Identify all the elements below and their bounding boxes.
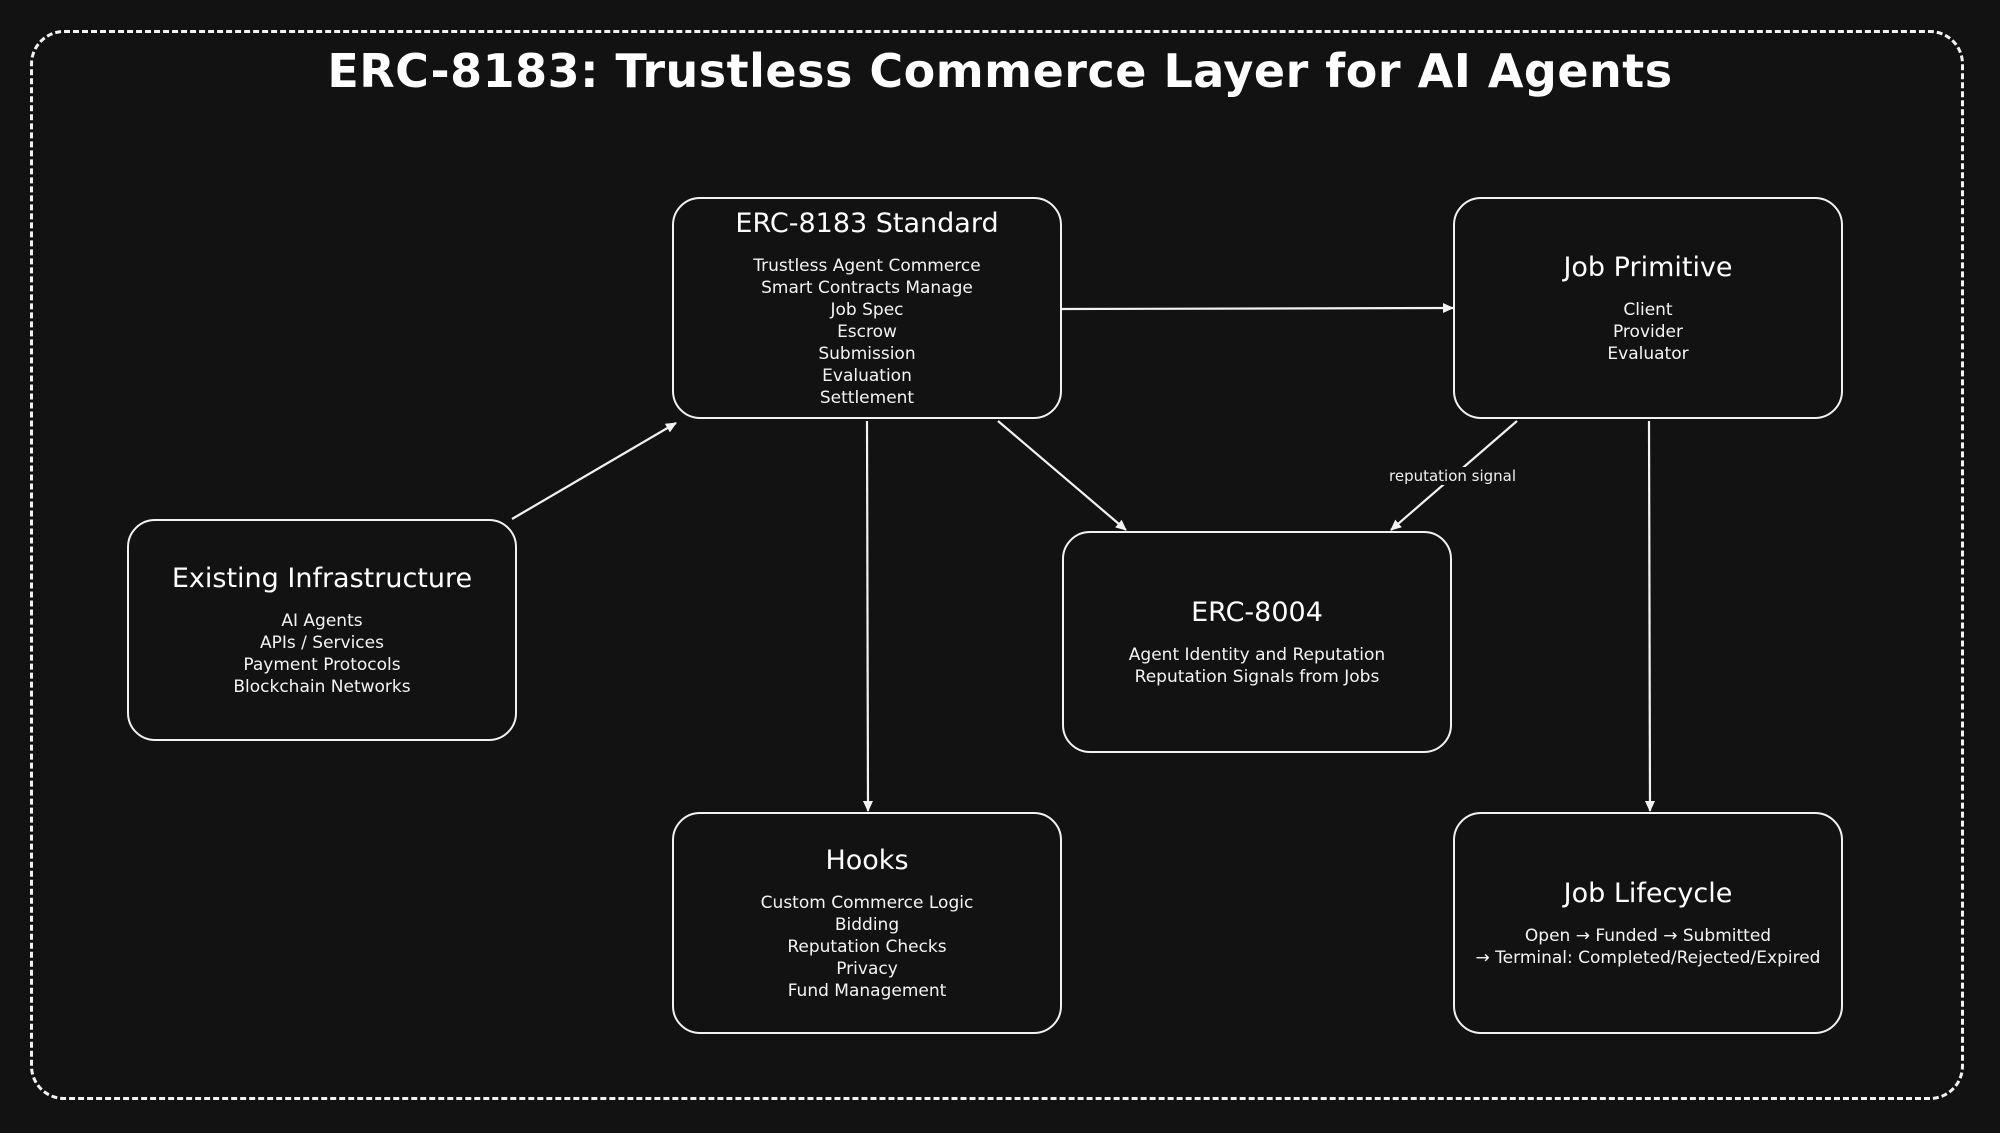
node-line: Smart Contracts Manage bbox=[761, 277, 973, 298]
node-lines: Trustless Agent Commerce Smart Contracts… bbox=[753, 255, 980, 409]
diagram-frame bbox=[30, 30, 1964, 1100]
node-lines: Agent Identity and Reputation Reputation… bbox=[1129, 644, 1385, 688]
node-title: Job Primitive bbox=[1563, 251, 1733, 283]
node-line: Fund Management bbox=[787, 980, 947, 1001]
node-lines: Open → Funded → Submitted → Terminal: Co… bbox=[1476, 925, 1821, 969]
node-erc8183-standard[interactable]: ERC-8183 Standard Trustless Agent Commer… bbox=[672, 197, 1062, 419]
diagram-title: ERC-8183: Trustless Commerce Layer for A… bbox=[327, 44, 1673, 98]
node-lines: AI Agents APIs / Services Payment Protoc… bbox=[233, 610, 410, 698]
node-line: Custom Commerce Logic bbox=[760, 892, 974, 913]
node-title: ERC-8183 Standard bbox=[735, 207, 999, 239]
node-title: Existing Infrastructure bbox=[171, 562, 473, 594]
node-title: Hooks bbox=[825, 844, 909, 876]
node-line: Agent Identity and Reputation bbox=[1128, 644, 1386, 665]
node-line: Privacy bbox=[836, 958, 898, 979]
node-existing-infrastructure[interactable]: Existing Infrastructure AI Agents APIs /… bbox=[127, 519, 517, 741]
node-line: Escrow bbox=[837, 321, 897, 342]
node-line: Evaluation bbox=[822, 365, 912, 386]
edge-erc8183-to-job-primitive bbox=[1061, 303, 1454, 314]
node-lines: Custom Commerce Logic Bidding Reputation… bbox=[761, 892, 974, 1002]
node-line: Evaluator bbox=[1607, 343, 1689, 364]
node-line: Reputation Signals from Jobs bbox=[1134, 666, 1380, 687]
edge-erc8183-to-hooks bbox=[862, 420, 873, 812]
node-title: Job Lifecycle bbox=[1563, 877, 1733, 909]
node-lines: Client Provider Evaluator bbox=[1607, 299, 1688, 365]
edge-job-primitive-to-job-lifecycle bbox=[1644, 420, 1655, 812]
node-line: Settlement bbox=[819, 387, 915, 408]
node-line: Blockchain Networks bbox=[233, 676, 411, 697]
node-line: Bidding bbox=[834, 914, 900, 935]
edge-erc8183-to-erc8004 bbox=[997, 420, 1127, 531]
node-line: Provider bbox=[1612, 321, 1683, 342]
node-title: ERC-8004 bbox=[1191, 596, 1323, 628]
node-line: Payment Protocols bbox=[243, 654, 401, 675]
node-line: APIs / Services bbox=[260, 632, 384, 653]
node-hooks[interactable]: Hooks Custom Commerce Logic Bidding Repu… bbox=[672, 812, 1062, 1034]
node-line: Submission bbox=[818, 343, 916, 364]
node-erc8004[interactable]: ERC-8004 Agent Identity and Reputation R… bbox=[1062, 531, 1452, 753]
node-line: Open → Funded → Submitted bbox=[1524, 925, 1772, 946]
node-job-lifecycle[interactable]: Job Lifecycle Open → Funded → Submitted … bbox=[1453, 812, 1843, 1034]
node-line: Trustless Agent Commerce bbox=[753, 255, 981, 276]
node-job-primitive[interactable]: Job Primitive Client Provider Evaluator bbox=[1453, 197, 1843, 419]
node-line: Job Spec bbox=[830, 299, 904, 320]
edge-label-reputation-signal: reputation signal bbox=[1385, 467, 1521, 485]
node-line: Reputation Checks bbox=[787, 936, 947, 957]
node-line: AI Agents bbox=[281, 610, 363, 631]
edge-existing-infra-to-erc8183 bbox=[511, 422, 677, 520]
node-line: → Terminal: Completed/Rejected/Expired bbox=[1475, 947, 1821, 968]
node-line: Client bbox=[1623, 299, 1673, 320]
